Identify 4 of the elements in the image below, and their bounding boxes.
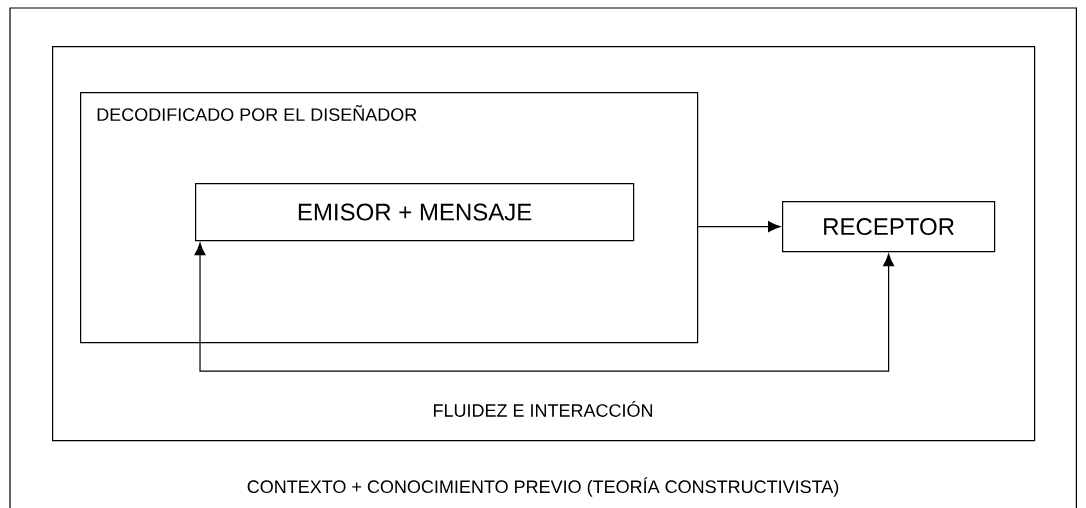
arrow <box>697 221 781 233</box>
receiver-box: RECEPTOR <box>782 201 996 253</box>
message-box: EMISOR + MENSAJE <box>195 183 635 242</box>
arrow <box>194 242 895 372</box>
